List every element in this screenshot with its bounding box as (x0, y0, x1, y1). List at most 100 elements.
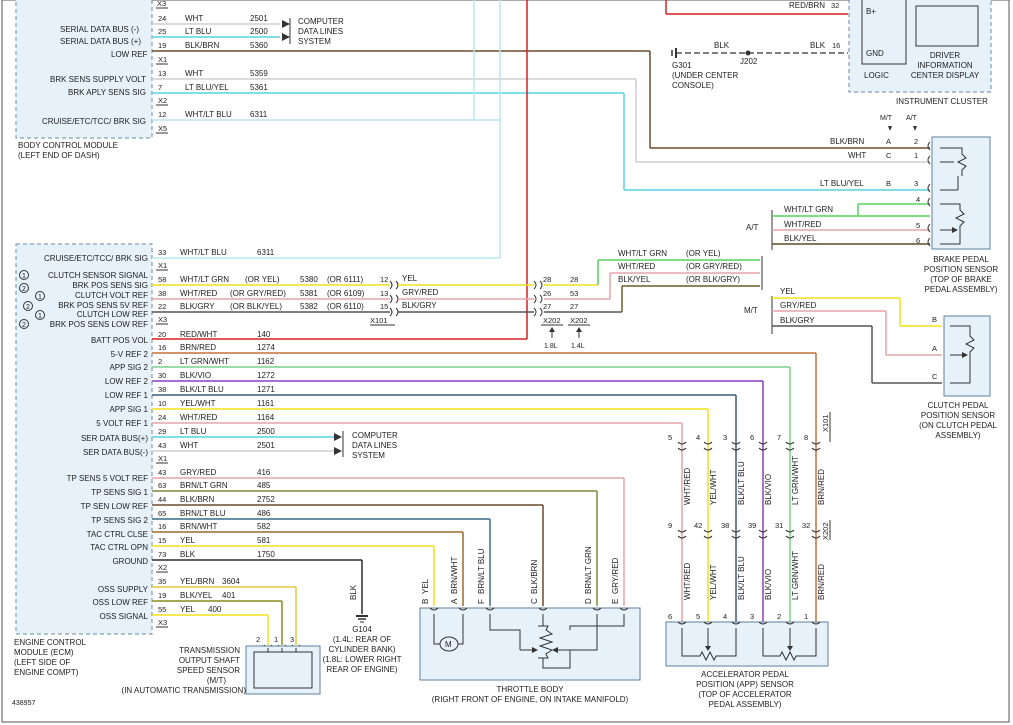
svg-text:LT GRN/WHT: LT GRN/WHT (791, 551, 800, 600)
svg-text:B: B (886, 179, 891, 188)
svg-text:581: 581 (257, 536, 271, 545)
bcm-row-low-ref: LOW REF X1 (111, 50, 168, 65)
svg-text:X1: X1 (158, 55, 167, 64)
app-vertical-wires: 5 4 3 6 7 8 X101 WHT/RED YEL/WHT BLK/LT … (668, 353, 831, 622)
svg-text:42: 42 (694, 521, 702, 530)
ecm-data-lines: COMPUTER DATA LINES SYSTEM (334, 431, 398, 460)
svg-text:CLUTCH SENSOR SIGNAL: CLUTCH SENSOR SIGNAL (48, 271, 149, 280)
svg-text:2: 2 (22, 322, 26, 329)
svg-text:1272: 1272 (257, 371, 275, 380)
svg-text:53: 53 (570, 289, 578, 298)
svg-text:BRN/LT BLU: BRN/LT BLU (477, 548, 486, 594)
svg-text:(UNDER CENTER: (UNDER CENTER (672, 71, 738, 80)
svg-text:6311: 6311 (257, 248, 275, 257)
svg-text:43: 43 (158, 468, 166, 477)
svg-text:5359: 5359 (250, 69, 268, 78)
svg-text:X3: X3 (157, 0, 166, 8)
svg-text:A: A (886, 137, 891, 146)
svg-text:BRK POS SENS SIG: BRK POS SENS SIG (72, 281, 148, 290)
svg-text:BLK/VIO: BLK/VIO (764, 474, 773, 505)
svg-text:B: B (932, 315, 937, 324)
svg-text:2: 2 (256, 635, 260, 644)
svg-text:BRK APLY SENS SIG: BRK APLY SENS SIG (68, 88, 146, 97)
svg-text:28: 28 (543, 275, 551, 284)
svg-text:M: M (445, 640, 452, 649)
svg-text:4: 4 (696, 433, 700, 442)
svg-text:G104: G104 (352, 625, 372, 634)
svg-text:COMPUTER: COMPUTER (352, 431, 398, 440)
svg-text:26: 26 (543, 289, 551, 298)
svg-text:BRN/LT BLU: BRN/LT BLU (180, 509, 226, 518)
svg-text:416: 416 (257, 468, 271, 477)
svg-text:INFORMATION: INFORMATION (917, 61, 973, 70)
brake-pedal-sensor: M/T A/T BLK/BRN A 2 WHT C 1 LT BLU/YEL B… (623, 51, 998, 294)
svg-text:BRN/RED: BRN/RED (817, 469, 826, 505)
svg-text:PEDAL ASSEMBLY): PEDAL ASSEMBLY) (709, 700, 782, 709)
instrument-cluster: RED/BRN 32 B+ GND LOGIC DRIVER INFORMATI… (789, 0, 992, 106)
svg-text:TP SENS SIG 1: TP SENS SIG 1 (91, 488, 148, 497)
svg-text:C: C (530, 598, 539, 604)
svg-text:1: 1 (38, 313, 42, 320)
svg-text:27: 27 (543, 302, 551, 311)
svg-text:DRIVER: DRIVER (930, 51, 960, 60)
svg-text:(OR BLK/YEL): (OR BLK/YEL) (230, 302, 282, 311)
svg-text:C: C (886, 151, 892, 160)
svg-text:J202: J202 (740, 57, 758, 66)
svg-text:WHT/RED: WHT/RED (180, 289, 218, 298)
svg-text:YEL: YEL (180, 536, 196, 545)
svg-text:43: 43 (158, 441, 166, 450)
svg-text:5: 5 (696, 612, 700, 621)
svg-text:WHT: WHT (180, 441, 198, 450)
svg-text:4: 4 (723, 612, 727, 621)
svg-text:COMPUTER: COMPUTER (298, 17, 344, 26)
svg-text:3: 3 (750, 612, 754, 621)
svg-text:1: 1 (804, 612, 808, 621)
svg-text:BLK/GRY: BLK/GRY (402, 301, 437, 310)
svg-text:13: 13 (158, 69, 166, 78)
svg-text:25: 25 (158, 27, 166, 36)
svg-text:33: 33 (158, 248, 166, 257)
svg-text:2: 2 (158, 357, 162, 366)
svg-text:BLK/VIO: BLK/VIO (764, 569, 773, 600)
svg-text:WHT/LT GRN: WHT/LT GRN (618, 249, 667, 258)
svg-text:401: 401 (222, 591, 236, 600)
svg-text:1: 1 (22, 273, 26, 280)
svg-text:SER DATA BUS(+): SER DATA BUS(+) (81, 434, 148, 443)
ecm-name-2: MODULE (ECM) (14, 648, 74, 657)
svg-text:(OR 6109): (OR 6109) (327, 289, 365, 298)
svg-text:13: 13 (380, 289, 388, 298)
svg-text:73: 73 (158, 550, 166, 559)
svg-text:35: 35 (158, 577, 166, 586)
svg-text:5380: 5380 (300, 275, 318, 284)
svg-text:63: 63 (158, 481, 166, 490)
svg-text:2500: 2500 (257, 427, 275, 436)
svg-text:1: 1 (274, 635, 278, 644)
bcm-row-brk-supply: BRK SENS SUPPLY VOLT 13 WHT 5359 (50, 69, 636, 84)
svg-text:SYSTEM: SYSTEM (298, 37, 331, 46)
svg-text:BRN/LT GRN: BRN/LT GRN (584, 546, 593, 594)
svg-text:A: A (932, 344, 937, 353)
svg-text:F: F (477, 599, 486, 604)
throttle-body: B YEL A BRN/WHT F BRN/LT BLU C BLK/BRN D… (419, 478, 641, 704)
svg-text:B: B (421, 599, 430, 604)
svg-text:5 VOLT REF 1: 5 VOLT REF 1 (96, 419, 148, 428)
app-sensor: ACCELERATOR PEDAL POSITION (APP) SENSOR … (665, 621, 829, 709)
svg-text:TRANSMISSION: TRANSMISSION (179, 646, 240, 655)
svg-text:7: 7 (777, 433, 781, 442)
svg-text:WHT/RED: WHT/RED (618, 262, 656, 271)
ground-g301: BLK BLK 16 G301 J202 (UNDER CENTER CONSO… (671, 41, 848, 90)
svg-text:BLK/LT BLU: BLK/LT BLU (180, 385, 224, 394)
svg-text:X101: X101 (370, 316, 388, 325)
svg-text:CONSOLE): CONSOLE) (672, 81, 714, 90)
svg-text:LT GRN/WHT: LT GRN/WHT (180, 357, 229, 366)
bcm-row-brk-aply: BRK APLY SENS SIG 7 LT BLU/YEL 5361 X2 (68, 83, 624, 106)
svg-text:YEL: YEL (780, 287, 796, 296)
svg-text:38: 38 (721, 521, 729, 530)
svg-text:M/T: M/T (744, 306, 758, 315)
svg-text:2500: 2500 (250, 27, 268, 36)
svg-text:2501: 2501 (250, 14, 268, 23)
svg-text:20: 20 (158, 330, 166, 339)
ecm-loc-2: ENGINE COMPT) (14, 668, 79, 677)
svg-text:12: 12 (380, 275, 388, 284)
svg-text:1161: 1161 (257, 399, 275, 408)
